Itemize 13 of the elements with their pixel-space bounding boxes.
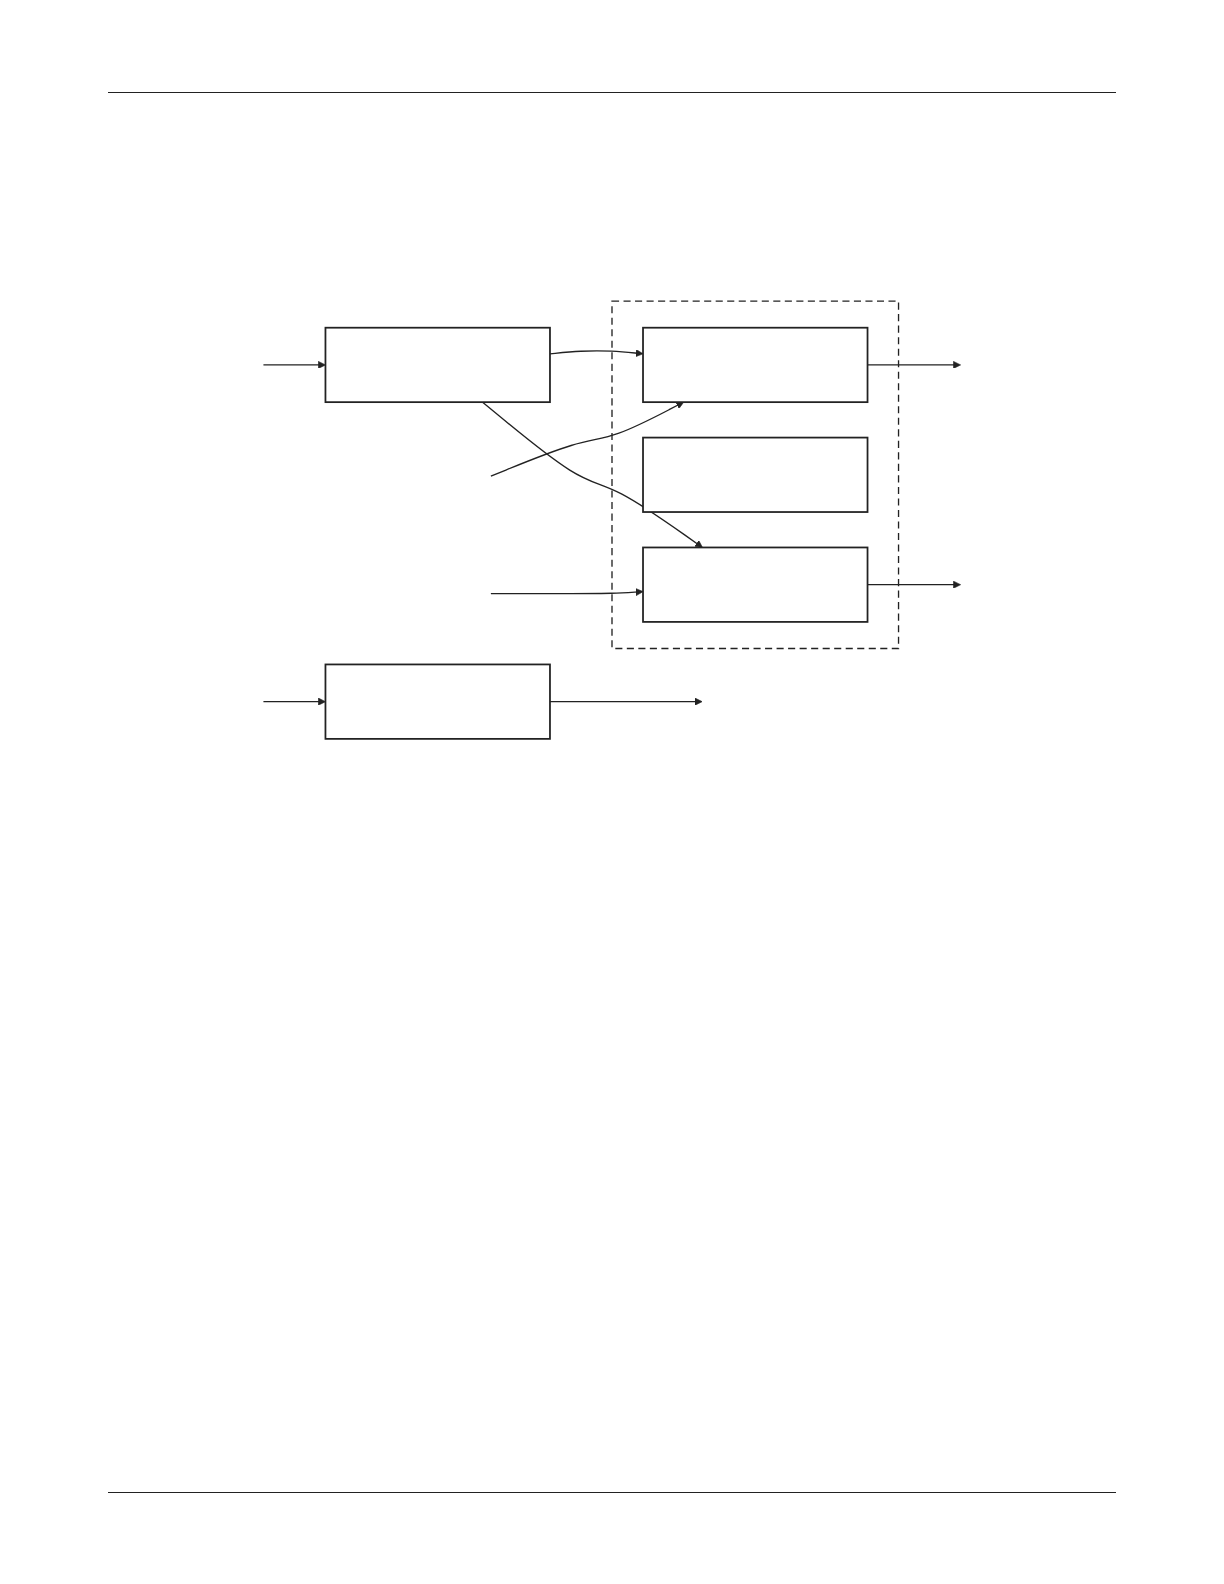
node-box: [324, 663, 551, 740]
node-box: [642, 546, 869, 623]
node-box: [642, 326, 869, 404]
arrow: [490, 588, 644, 596]
arrow: [262, 697, 326, 706]
arrow: [262, 361, 326, 369]
arrow: [549, 349, 644, 357]
cluster: [611, 300, 900, 650]
arrow: [481, 401, 703, 548]
node-box: [324, 326, 551, 404]
node-box: [642, 436, 869, 513]
arrow: [549, 697, 703, 706]
arrow: [490, 401, 684, 477]
